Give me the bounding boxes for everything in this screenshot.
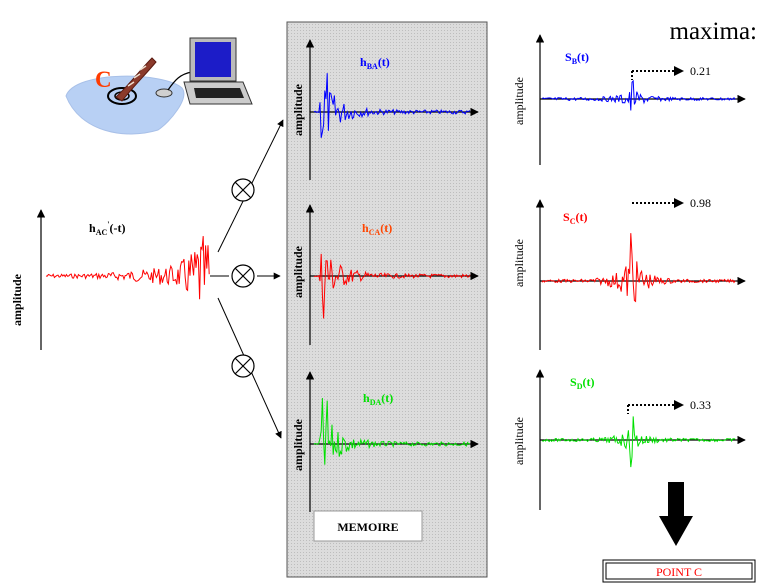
hda-ylabel: amplitude bbox=[291, 418, 305, 471]
output-chart-sd: amplitude SD(t) 0.33 bbox=[512, 369, 746, 510]
sb-ylabel: amplitude bbox=[512, 77, 526, 125]
input-series-label: hAC'(-t) bbox=[89, 220, 125, 237]
multiply-operator-icon bbox=[231, 264, 255, 288]
hca-ylabel: amplitude bbox=[291, 245, 305, 298]
memory-label: MEMOIRE bbox=[337, 520, 398, 534]
connections bbox=[210, 119, 284, 439]
hba-series-label: hBA(t) bbox=[360, 55, 390, 71]
memory-label-box bbox=[313, 510, 423, 542]
tap-probe-icon bbox=[115, 57, 157, 102]
result-label: POINT C bbox=[656, 565, 702, 579]
output-chart-sb: amplitude SB(t) 0.21 bbox=[512, 34, 746, 165]
multiply-operator-icon bbox=[231, 178, 255, 202]
sd-series-label: SD(t) bbox=[570, 375, 594, 391]
multiply-operator-icon bbox=[231, 354, 255, 378]
sc-max-value: 0.98 bbox=[690, 196, 711, 210]
hda-waveform bbox=[313, 397, 471, 465]
memory-chart-hda: amplitude hDA(t) bbox=[291, 371, 479, 512]
hba-waveform bbox=[313, 73, 471, 138]
output-chart-sc: amplitude SC(t) 0.98 bbox=[512, 196, 746, 350]
impact-target-icon bbox=[107, 87, 137, 105]
sc-series-label: SC(t) bbox=[563, 210, 587, 226]
hda-series-label: hDA(t) bbox=[363, 391, 393, 407]
source-illustration: C bbox=[65, 37, 253, 135]
sd-waveform bbox=[541, 416, 736, 468]
sb-waveform bbox=[541, 79, 736, 111]
down-arrow-icon bbox=[659, 482, 693, 546]
input-waveform bbox=[45, 236, 210, 300]
sb-series-label: SB(t) bbox=[565, 50, 589, 66]
memory-panel bbox=[286, 21, 488, 578]
input-chart: amplitude hAC'(-t) bbox=[10, 209, 210, 350]
result-box bbox=[602, 559, 756, 583]
input-ylabel: amplitude bbox=[10, 273, 24, 326]
sc-ylabel: amplitude bbox=[512, 239, 526, 287]
sb-max-value: 0.21 bbox=[690, 64, 711, 78]
sd-ylabel: amplitude bbox=[512, 417, 526, 465]
plate-icon bbox=[65, 75, 185, 135]
hca-series-label: hCA(t) bbox=[362, 221, 392, 237]
sensor-icon bbox=[155, 88, 173, 98]
memory-chart-hca: amplitude hCA(t) bbox=[291, 204, 479, 345]
laptop-icon bbox=[183, 37, 253, 105]
hba-ylabel: amplitude bbox=[291, 83, 305, 136]
sd-max-value: 0.33 bbox=[690, 398, 711, 412]
hca-waveform bbox=[313, 253, 471, 319]
memory-chart-hba: amplitude hBA(t) bbox=[291, 39, 479, 180]
sc-waveform bbox=[541, 233, 736, 303]
maxima-title: maxima: bbox=[670, 18, 757, 45]
source-point-label: C bbox=[95, 67, 112, 92]
